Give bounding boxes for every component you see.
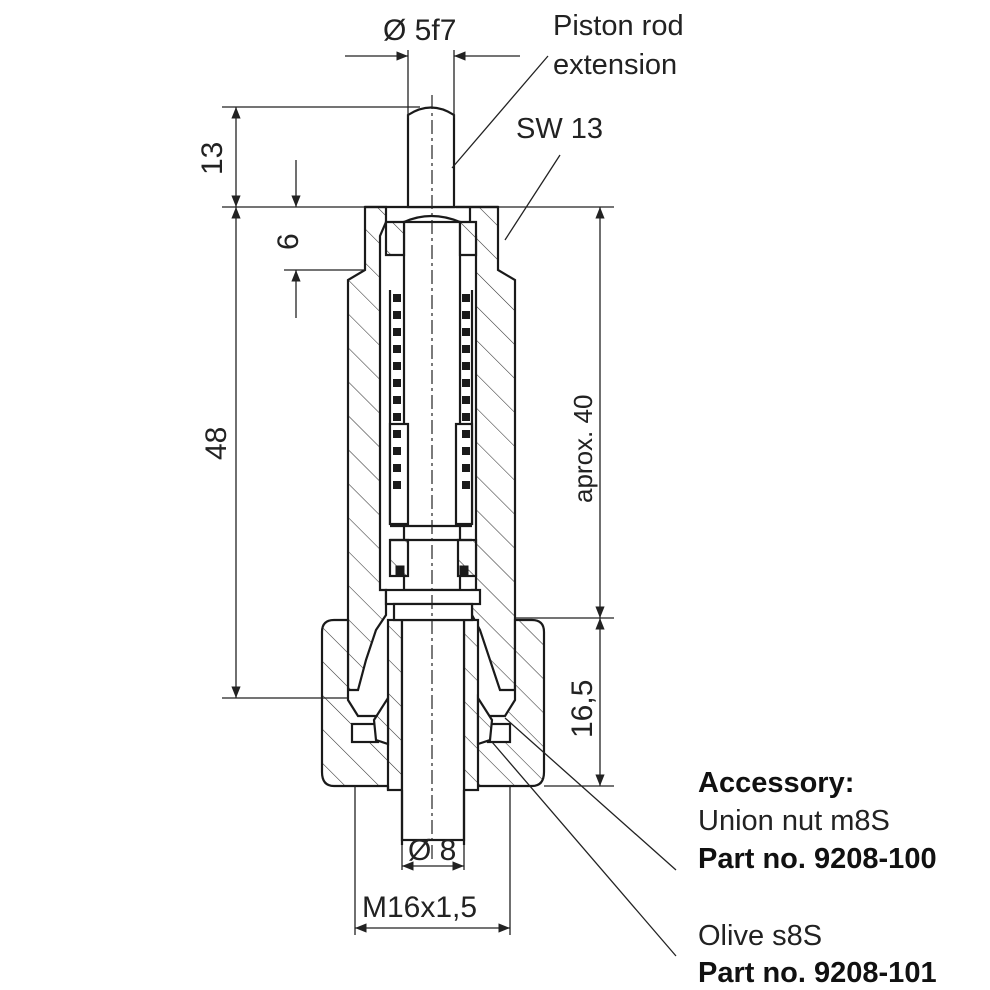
spring xyxy=(393,294,470,489)
spring-coil-left xyxy=(393,430,401,438)
spring-coil-right xyxy=(462,481,470,489)
dim-approx-40-label: aprox. 40 xyxy=(568,395,598,503)
spring-coil-left xyxy=(393,328,401,336)
pipe xyxy=(386,618,480,845)
spring-coil-left xyxy=(393,362,401,370)
spring-coil-right xyxy=(462,328,470,336)
spring-coil-right xyxy=(462,396,470,404)
spring-coil-left xyxy=(393,464,401,472)
spring-coil-right xyxy=(462,413,470,421)
spring-coil-right xyxy=(462,379,470,387)
union-nut xyxy=(320,618,546,788)
spring-coil-left xyxy=(393,447,401,455)
dim-16-5-label: 16,5 xyxy=(566,680,599,738)
spring-coil-left xyxy=(393,294,401,302)
spring-coil-right xyxy=(462,294,470,302)
spring-coil-right xyxy=(462,362,470,370)
rod-diameter-label: Ø 5f7 xyxy=(383,14,456,47)
dim-48-label: 48 xyxy=(200,427,233,460)
piston-rod-label-line1: Piston rod xyxy=(553,10,684,42)
spring-coil-left xyxy=(393,345,401,353)
spring-coil-right xyxy=(462,464,470,472)
spring-coil-right xyxy=(462,311,470,319)
dim-13-label: 13 xyxy=(196,142,229,175)
spring-coil-left xyxy=(393,413,401,421)
accessory-union-nut-name: Union nut m8S xyxy=(698,805,890,837)
dimension-lines xyxy=(222,50,677,957)
accessory-olive-name: Olive s8S xyxy=(698,920,822,952)
dim-pipe-diameter-label: Ø 8 xyxy=(408,834,456,867)
accessory-olive-part: Part no. 9208-101 xyxy=(698,957,937,989)
dim-thread-label: M16x1,5 xyxy=(362,891,477,924)
spring-coil-left xyxy=(393,311,401,319)
wrench-size-label: SW 13 xyxy=(516,113,603,145)
piston-rod-label-line2: extension xyxy=(553,49,677,81)
spring-coil-left xyxy=(393,396,401,404)
accessory-heading: Accessory: xyxy=(698,767,854,799)
spring-coil-right xyxy=(462,447,470,455)
spring-coil-left xyxy=(393,481,401,489)
spring-coil-right xyxy=(462,430,470,438)
spring-coil-left xyxy=(393,379,401,387)
accessory-union-nut-part: Part no. 9208-100 xyxy=(698,843,937,875)
spring-coil-right xyxy=(462,345,470,353)
olive xyxy=(372,694,494,746)
dim-6-label: 6 xyxy=(272,233,305,250)
